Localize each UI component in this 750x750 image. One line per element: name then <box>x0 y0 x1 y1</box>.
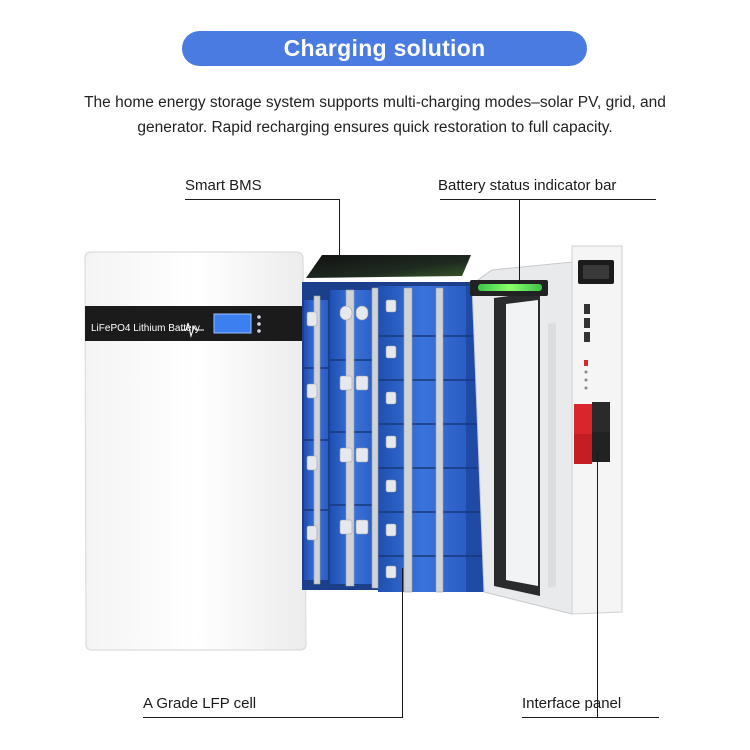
display-screen <box>213 313 252 334</box>
description-line-1: The home energy storage system supports … <box>84 94 666 111</box>
title-banner: Charging solution <box>182 31 587 66</box>
usb-port <box>584 304 590 314</box>
front-panel <box>84 251 307 651</box>
leader-line-interface-v <box>597 452 598 717</box>
leader-line-interface-h <box>522 717 659 718</box>
indicator-led <box>257 315 261 319</box>
cell-terminals <box>306 299 397 579</box>
indicator-led <box>257 329 261 333</box>
leader-line-status-v <box>519 199 520 284</box>
callout-lfp-cell: A Grade LFP cell <box>143 695 257 712</box>
positive-terminal-red <box>574 434 592 464</box>
indicator-led <box>257 322 261 326</box>
description-line-2: generator. Rapid recharging ensures quic… <box>137 119 613 136</box>
status-indicator-bar <box>478 284 542 291</box>
leader-line-cell-h <box>143 717 403 718</box>
bms-board <box>306 255 471 278</box>
leader-line-bms-v <box>339 199 340 261</box>
page-title: Charging solution <box>283 35 486 61</box>
inner-rail <box>506 300 538 586</box>
status-led <box>584 360 588 366</box>
callout-smart-bms: Smart BMS <box>185 177 262 194</box>
panel-black-stripe <box>85 306 303 341</box>
leader-line-status-h <box>440 199 656 200</box>
leader-line-cell-v <box>402 568 403 718</box>
leader-line-bms-h <box>185 199 340 200</box>
positive-terminal-red <box>574 404 592 434</box>
negative-terminal-black <box>592 432 610 462</box>
cell-stack <box>302 282 484 593</box>
pulse-icon <box>181 322 204 339</box>
usb-port <box>584 332 590 342</box>
negative-terminal-black <box>592 402 610 432</box>
callout-interface-panel: Interface panel <box>522 695 622 712</box>
panel-label: LiFePO4 Lithium Battery <box>91 323 200 334</box>
chassis <box>470 245 623 615</box>
callout-status-bar: Battery status indicator bar <box>438 177 617 194</box>
busbars <box>313 287 444 593</box>
description: The home energy storage system supports … <box>30 90 720 140</box>
usb-port <box>584 318 590 328</box>
